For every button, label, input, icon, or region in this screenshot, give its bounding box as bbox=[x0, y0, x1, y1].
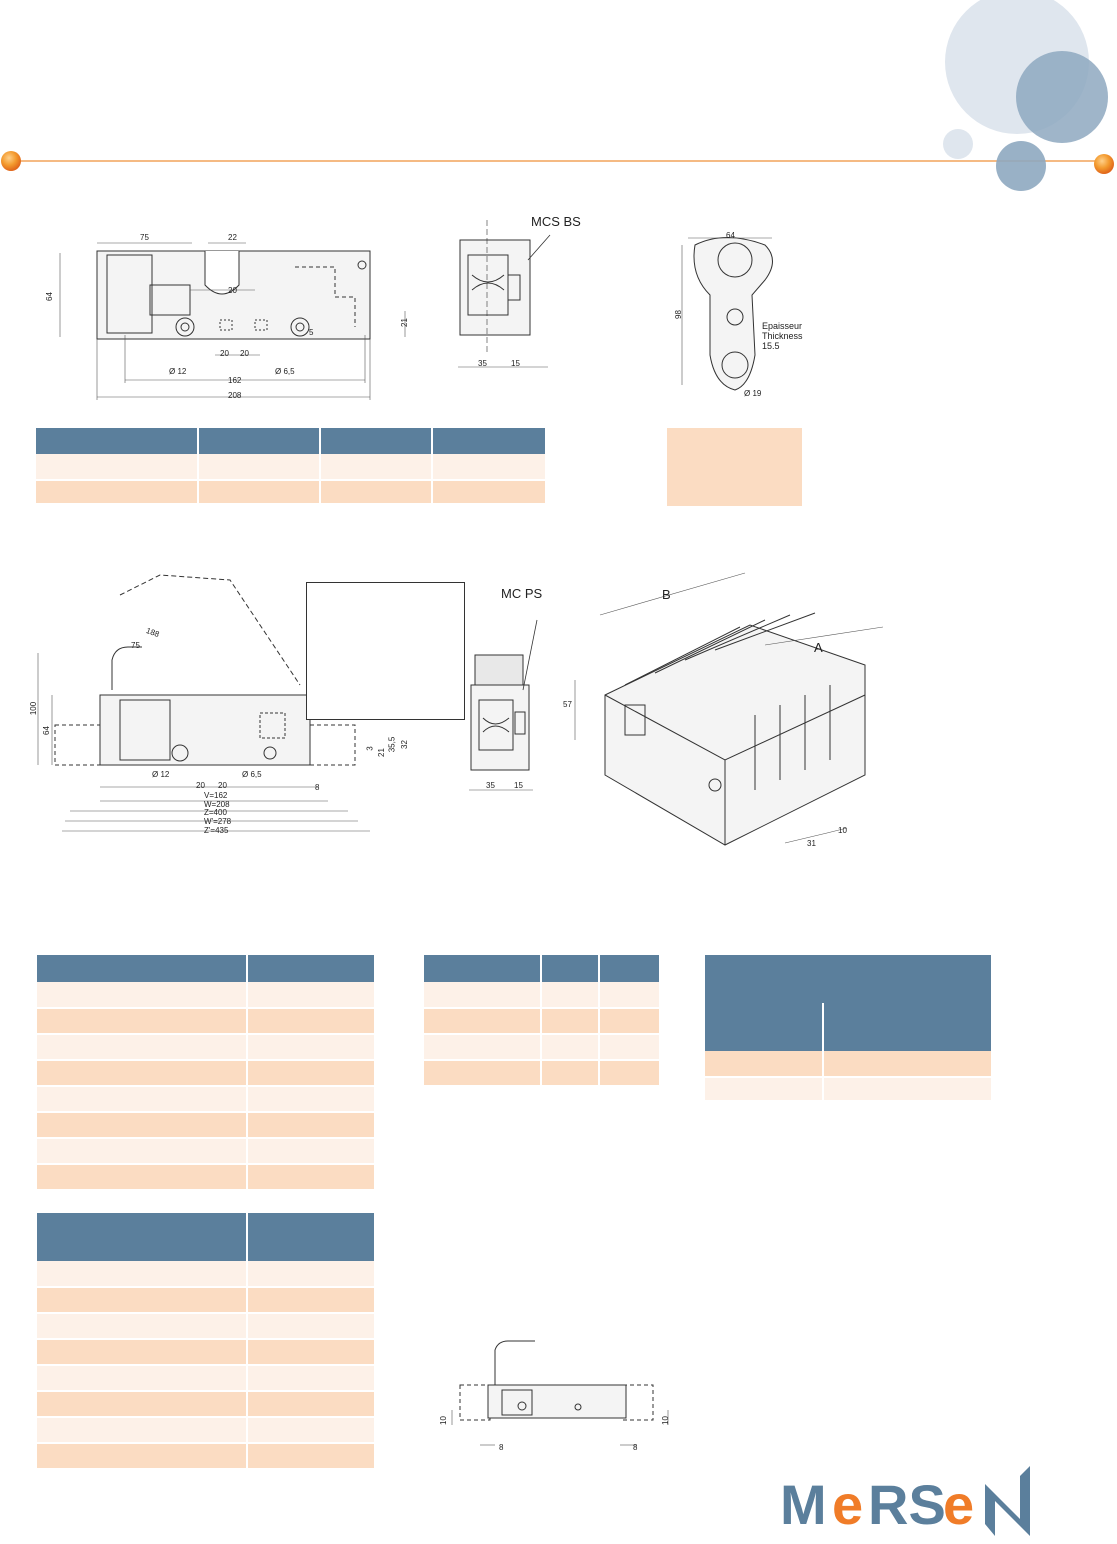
ps-dim-z2: Z'=435 bbox=[204, 826, 229, 835]
small-dim-8a: 8 bbox=[499, 1443, 504, 1452]
table-a bbox=[36, 428, 545, 505]
ps-dim-d12: Ø 12 bbox=[152, 770, 170, 779]
bs-dim-64: 64 bbox=[44, 292, 54, 301]
bubble-small-dark bbox=[996, 141, 1046, 191]
iso-dim-31: 31 bbox=[807, 839, 816, 848]
ps-dim-z: Z=400 bbox=[204, 808, 227, 817]
ps-dim-100: 100 bbox=[29, 701, 39, 716]
isometric-drawing bbox=[574, 572, 884, 846]
bs-dim-20a: 20 bbox=[220, 349, 229, 358]
note-box-a bbox=[667, 428, 802, 506]
bs-dim-d12: Ø 12 bbox=[169, 367, 187, 376]
ps-dim-75: 75 bbox=[131, 641, 140, 650]
thickness-fr: Epaisseur bbox=[762, 321, 803, 331]
table-c bbox=[424, 955, 659, 1087]
iso-dim-57: 57 bbox=[563, 700, 572, 709]
mc-ps-dim-15: 15 bbox=[514, 781, 523, 790]
ps-dim-64: 64 bbox=[41, 726, 51, 735]
ps-dim-20b: 20 bbox=[218, 781, 227, 790]
bs-dim-22: 22 bbox=[228, 233, 237, 242]
mcs-bs-side-drawing bbox=[458, 220, 551, 368]
ps-dim-20a: 20 bbox=[196, 781, 205, 790]
orange-dot-left bbox=[1, 151, 21, 171]
header-decoration bbox=[1, 0, 1114, 191]
table-b bbox=[37, 955, 374, 1191]
handle-thickness-note: Epaisseur Thickness 15.5 bbox=[762, 321, 803, 351]
small-dim-10a: 10 bbox=[438, 1416, 448, 1425]
table-e bbox=[37, 1213, 374, 1470]
thickness-value: 15.5 bbox=[762, 341, 780, 351]
ps-dim-8: 8 bbox=[315, 783, 320, 792]
handle-dim-64: 64 bbox=[726, 231, 735, 240]
bs-dim-5: 5 bbox=[309, 328, 314, 337]
ps-label-box bbox=[306, 582, 465, 720]
handle-drawing bbox=[681, 237, 773, 391]
ps-dim-355: 35,5 bbox=[387, 736, 397, 753]
iso-dim-b: B bbox=[662, 587, 671, 602]
handle-dim-98: 98 bbox=[673, 310, 683, 319]
ps-dim-w: W=208 bbox=[204, 800, 230, 809]
iso-dim-a: A bbox=[814, 640, 823, 655]
mcs-bs-label: MCS BS bbox=[531, 214, 581, 229]
bs-dim-208: 208 bbox=[228, 391, 242, 400]
ps-dim-21: 21 bbox=[376, 748, 386, 757]
small-dim-10b: 10 bbox=[660, 1416, 670, 1425]
iso-dim-10: 10 bbox=[838, 826, 847, 835]
mersen-logo: M e RS e bbox=[780, 1464, 1080, 1544]
svg-text:e: e bbox=[832, 1473, 863, 1536]
mc-ps-side-drawing bbox=[469, 619, 538, 791]
bs-dim-20b: 20 bbox=[240, 349, 249, 358]
svg-text:RS: RS bbox=[868, 1473, 946, 1536]
bs-dim-75: 75 bbox=[140, 233, 149, 242]
svg-text:M: M bbox=[780, 1473, 828, 1536]
bs-dim-162: 162 bbox=[228, 376, 242, 385]
orange-dot-right bbox=[1094, 154, 1114, 174]
handle-dim-d19: Ø 19 bbox=[744, 389, 762, 398]
bs-dim-20: 20 bbox=[228, 286, 237, 295]
ps-dim-32: 32 bbox=[399, 740, 409, 749]
mcs-bs-dim-35: 35 bbox=[478, 359, 487, 368]
ps-dim-3: 3 bbox=[365, 746, 375, 751]
small-dim-8b: 8 bbox=[633, 1443, 638, 1452]
bs-dim-d65: Ø 6,5 bbox=[275, 367, 295, 376]
bubble-medium bbox=[1016, 51, 1108, 143]
mc-ps-dim-35: 35 bbox=[486, 781, 495, 790]
svg-text:e: e bbox=[943, 1473, 974, 1536]
bubble-small bbox=[943, 129, 973, 159]
table-d bbox=[705, 955, 991, 1102]
ps-dim-v: V=162 bbox=[204, 791, 228, 800]
ps-dim-w2: W'=278 bbox=[204, 817, 232, 826]
ps-dim-d65: Ø 6,5 bbox=[242, 770, 262, 779]
mc-ps-label: MC PS bbox=[501, 586, 543, 601]
bs-front-drawing bbox=[59, 242, 406, 400]
ps-front-drawing bbox=[37, 574, 370, 832]
thickness-en: Thickness bbox=[762, 331, 803, 341]
bs-dim-21: 21 bbox=[399, 318, 409, 327]
mcs-bs-dim-15: 15 bbox=[511, 359, 520, 368]
small-mounting-drawing bbox=[451, 1340, 669, 1446]
